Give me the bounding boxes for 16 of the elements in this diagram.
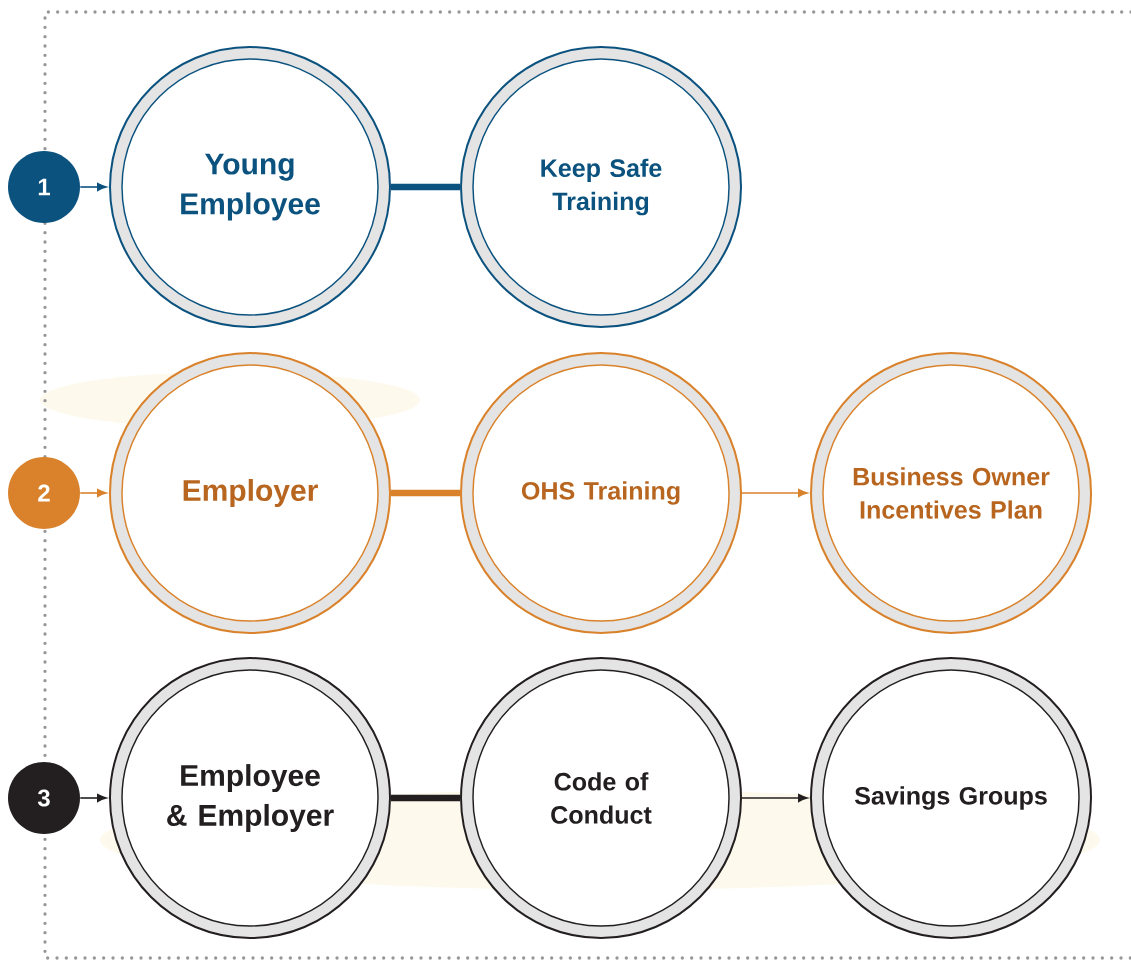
arrow <box>741 488 808 498</box>
circle-node: Savings Groups <box>810 657 1092 939</box>
arrow <box>79 488 107 498</box>
number-badge: 3 <box>8 762 80 834</box>
arrow <box>741 793 808 803</box>
circle-node: Keep Safe Training <box>460 46 742 328</box>
circle-node: Employer <box>109 352 391 634</box>
number-badge: 1 <box>8 151 80 223</box>
circle-node: OHS Training <box>460 352 742 634</box>
circle-node: Employee & Employer <box>109 657 391 939</box>
circle-node: Business Owner Incentives Plan <box>810 352 1092 634</box>
circle-node: Young Employee <box>109 46 391 328</box>
number-badge: 2 <box>8 457 80 529</box>
arrow <box>79 182 107 192</box>
circle-node: Code of Conduct <box>460 657 742 939</box>
arrow <box>79 793 107 803</box>
